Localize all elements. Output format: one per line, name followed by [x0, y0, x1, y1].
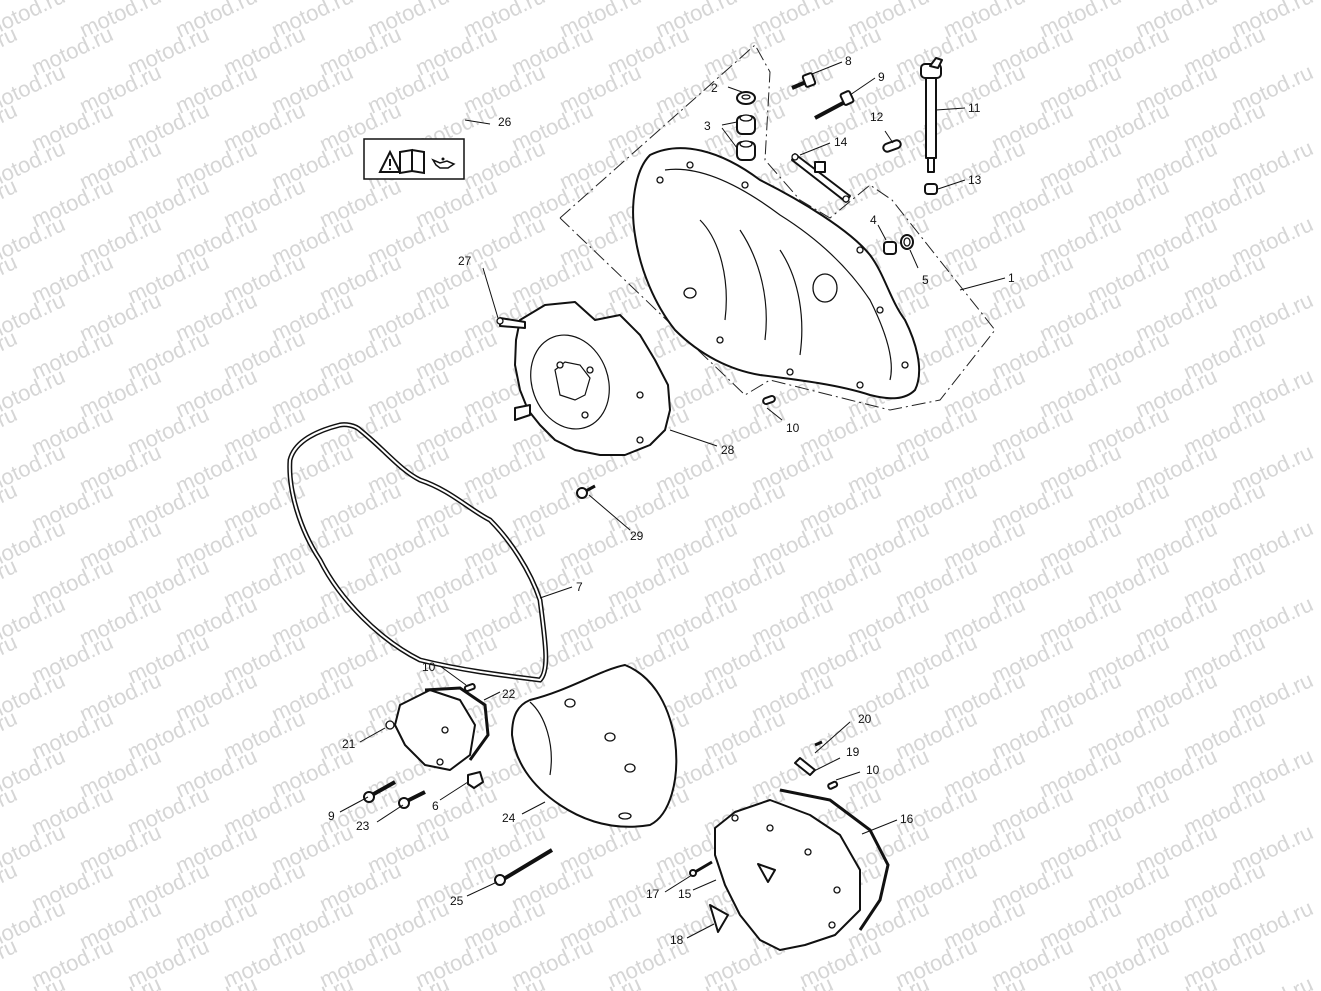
svg-text:motod.ru: motod.ru — [0, 629, 21, 688]
svg-text:motod.ru: motod.ru — [0, 857, 21, 916]
svg-text:motod.ru: motod.ru — [652, 971, 741, 991]
oil-can-icon — [431, 157, 456, 169]
svg-text:motod.ru: motod.ru — [556, 971, 645, 991]
leader-lines — [339, 61, 1006, 939]
callout-27: 27 — [458, 254, 472, 268]
svg-text:motod.ru: motod.ru — [0, 477, 21, 536]
warning-triangle-icon — [378, 149, 402, 173]
callout-14: 14 — [834, 135, 848, 149]
callout-9-lower: 9 — [328, 809, 335, 823]
callout-13: 13 — [968, 173, 982, 187]
svg-text:motod.ru: motod.ru — [0, 401, 21, 460]
svg-text:motod.ru: motod.ru — [0, 781, 21, 840]
dowel-part-10-left[interactable] — [463, 683, 476, 693]
bolt-part-25[interactable] — [494, 848, 554, 886]
warning-label-part-26[interactable] — [363, 138, 465, 180]
callout-28: 28 — [721, 443, 735, 457]
callout-2: 2 — [711, 81, 718, 95]
callout-25: 25 — [450, 894, 464, 908]
gasket-part-22[interactable] — [424, 686, 490, 761]
assembly-1-bracket — [559, 44, 996, 411]
outer-cover-part-24[interactable] — [511, 664, 678, 828]
svg-text:motod.ru: motod.ru — [0, 249, 21, 308]
svg-text:motod.ru: motod.ru — [0, 21, 21, 80]
callout-26: 26 — [498, 115, 512, 129]
callout-21: 21 — [342, 737, 356, 751]
badge-part-18[interactable] — [709, 904, 729, 933]
inner-cover-part-1[interactable] — [632, 147, 921, 400]
bolt-part-8[interactable] — [791, 72, 817, 90]
svg-text:motod.ru: motod.ru — [268, 971, 357, 991]
svg-text:motod.ru: motod.ru — [76, 971, 165, 991]
callout-23: 23 — [356, 819, 370, 833]
svg-text:motod.ru: motod.ru — [0, 325, 21, 384]
callout-24: 24 — [502, 811, 516, 825]
bracket-part-14[interactable] — [791, 153, 851, 203]
cover-part-21[interactable] — [385, 689, 476, 771]
bolt-part-17[interactable] — [689, 860, 713, 877]
callout-15: 15 — [678, 887, 692, 901]
callout-labels: 1 2 3 4 5 6 7 8 9 9 10 10 10 11 12 13 14… — [328, 54, 1015, 947]
seal-part-5[interactable] — [900, 234, 914, 250]
dowel-part-10-upper[interactable] — [762, 394, 776, 406]
manual-book-icon — [399, 148, 425, 175]
callout-10-left: 10 — [422, 660, 436, 674]
svg-text:motod.ru: motod.ru — [0, 173, 21, 232]
svg-text:motod.ru: motod.ru — [748, 971, 837, 991]
callout-12: 12 — [870, 110, 884, 124]
dipstick-part-11[interactable] — [920, 57, 943, 173]
o-ring-part-13[interactable] — [924, 183, 938, 195]
svg-text:motod.ru: motod.ru — [844, 971, 933, 991]
svg-text:motod.ru: motod.ru — [940, 971, 1029, 991]
stator-plate-part-28[interactable] — [496, 301, 671, 456]
svg-text:motod.ru: motod.ru — [1036, 971, 1125, 991]
callout-3: 3 — [704, 119, 711, 133]
bush-part-3[interactable] — [736, 114, 756, 161]
svg-text:motod.ru: motod.ru — [460, 971, 549, 991]
bolt-part-9-upper[interactable] — [814, 90, 855, 120]
callout-6: 6 — [432, 799, 439, 813]
gasket-part-7[interactable] — [287, 422, 549, 683]
callout-22: 22 — [502, 687, 516, 701]
dowel-part-10-right[interactable] — [827, 780, 839, 790]
svg-text:motod.ru: motod.ru — [172, 971, 261, 991]
svg-text:motod.ru: motod.ru — [0, 933, 21, 991]
svg-text:motod.ru: motod.ru — [364, 971, 453, 991]
seal-part-2[interactable] — [736, 91, 756, 105]
svg-text:motod.ru: motod.ru — [0, 553, 21, 612]
callout-4: 4 — [870, 213, 877, 227]
callout-16: 16 — [900, 812, 914, 826]
screw-part-20[interactable] — [814, 740, 823, 747]
callout-7: 7 — [576, 580, 583, 594]
callout-29: 29 — [630, 529, 644, 543]
bush-part-4[interactable] — [883, 241, 897, 255]
callout-20: 20 — [858, 712, 872, 726]
svg-text:motod.ru: motod.ru — [0, 705, 21, 764]
callout-11: 11 — [968, 101, 981, 115]
bolt-part-9-lower[interactable] — [363, 780, 396, 803]
callout-9-upper: 9 — [878, 70, 885, 84]
callout-1: 1 — [1008, 271, 1015, 285]
svg-text:motod.ru: motod.ru — [0, 97, 21, 156]
svg-text:motod.ru: motod.ru — [1228, 971, 1317, 991]
callout-10-right: 10 — [866, 763, 880, 777]
callout-8: 8 — [845, 54, 852, 68]
callout-10-upper: 10 — [786, 421, 800, 435]
dowel-part-12[interactable] — [882, 139, 902, 153]
bolt-part-29[interactable] — [576, 484, 596, 499]
callout-19: 19 — [846, 745, 860, 759]
clutch-cover-part-16[interactable] — [714, 788, 890, 951]
callout-18: 18 — [670, 933, 684, 947]
callout-17: 17 — [646, 887, 660, 901]
callout-5: 5 — [922, 273, 929, 287]
svg-text:motod.ru: motod.ru — [1132, 971, 1221, 991]
